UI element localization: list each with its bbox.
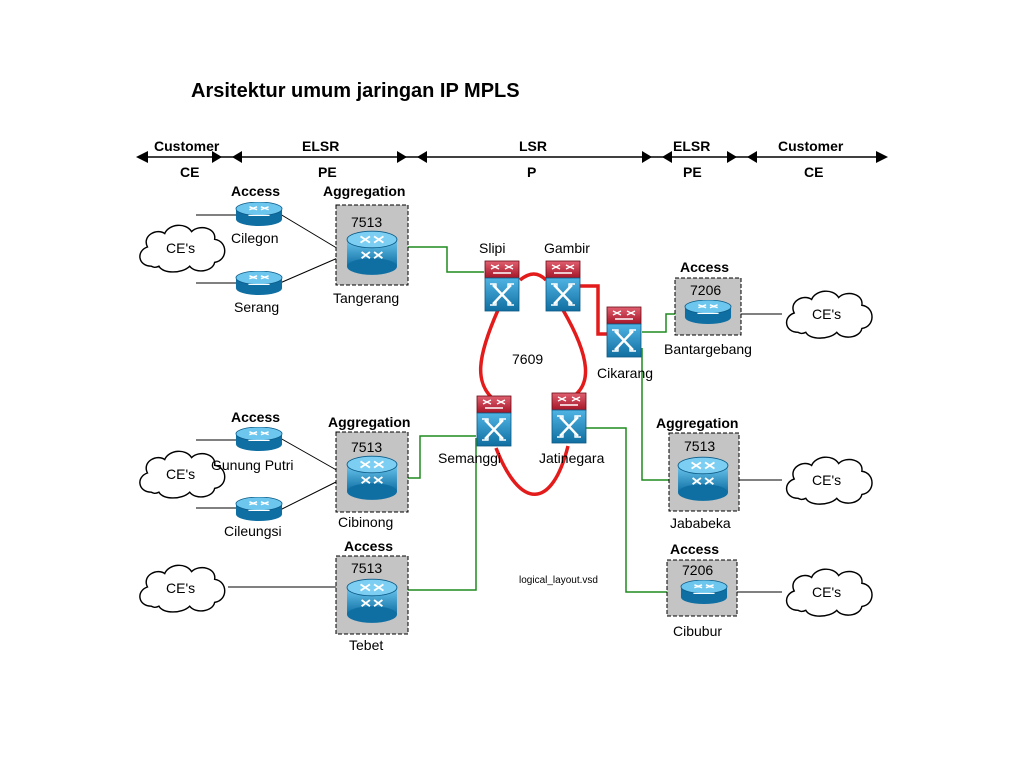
aggregation-label-cibinong: Aggregation <box>328 414 410 430</box>
footnote-filename: logical_layout.vsd <box>519 575 598 586</box>
node-label-semanggi: Semanggi <box>438 450 501 466</box>
connections <box>196 213 782 593</box>
site-tangerang: 7513 Tangerang <box>333 204 409 306</box>
switch-router-icon <box>606 306 642 358</box>
header-labels: Customer CE ELSR PE LSR P ELSR PE Custom… <box>154 138 844 180</box>
cloud-left-top: CE's <box>139 224 226 273</box>
router-icon <box>235 427 283 452</box>
switch-router-icon <box>551 392 587 444</box>
site-cibubur: 7206 Cibubur <box>666 559 738 639</box>
aggregation-label-jababeka: Aggregation <box>656 415 738 431</box>
access-label-cibubur: Access <box>670 541 719 557</box>
cloud-label: CE's <box>166 466 195 482</box>
core-model-label: 7609 <box>512 351 543 367</box>
router-icon <box>235 497 283 522</box>
router-icon <box>684 300 732 325</box>
switch-cikarang: Cikarang <box>597 306 653 381</box>
model-label: 7513 <box>351 439 382 455</box>
router-serang: Serang <box>234 271 283 315</box>
router-icon <box>346 578 398 624</box>
header-seg-2-bottom: PE <box>318 164 337 180</box>
switch-slipi: Slipi <box>479 240 520 312</box>
model-label: 7206 <box>682 562 713 578</box>
switch-router-icon <box>545 260 581 312</box>
header-seg-3-bottom: P <box>527 164 536 180</box>
cloud-left-bottom: CE's <box>139 564 226 613</box>
header-seg-1-bottom: CE <box>180 164 199 180</box>
router-cileungsi: Cileungsi <box>224 497 283 539</box>
router-gunung-putri: Gunung Putri <box>211 427 294 473</box>
node-label-jatinegara: Jatinegara <box>539 450 605 466</box>
node-label-tangerang: Tangerang <box>333 290 399 306</box>
router-icon <box>346 455 398 501</box>
access-label-bantargebang: Access <box>680 259 729 275</box>
node-label-cibinong: Cibinong <box>338 514 393 530</box>
node-label-bantargebang: Bantargebang <box>664 341 752 357</box>
node-label-cibubur: Cibubur <box>673 623 722 639</box>
router-cilegon: Cilegon <box>231 202 283 246</box>
switch-semanggi: Semanggi <box>438 395 512 466</box>
header-seg-2-top: ELSR <box>302 138 339 154</box>
switch-gambir: Gambir <box>544 240 590 312</box>
node-label-slipi: Slipi <box>479 240 505 256</box>
site-tebet: 7513 Tebet <box>335 555 409 653</box>
header-seg-5-bottom: CE <box>804 164 823 180</box>
cloud-left-middle: CE's <box>139 450 226 499</box>
aggregation-label-tangerang: Aggregation <box>323 183 405 199</box>
header-seg-1-top: Customer <box>154 138 220 154</box>
site-bantargebang: 7206 Bantargebang <box>664 277 752 357</box>
cloud-label: CE's <box>812 306 841 322</box>
header-seg-4-bottom: PE <box>683 164 702 180</box>
access-label-tebet: Access <box>344 538 393 554</box>
access-label-cilegon: Access <box>231 183 280 199</box>
model-label: 7206 <box>690 282 721 298</box>
cloud-right-top: CE's <box>785 290 873 339</box>
router-icon <box>346 230 398 276</box>
site-jababeka: 7513 Jababeka <box>668 432 740 531</box>
cloud-label: CE's <box>166 240 195 256</box>
model-label: 7513 <box>684 438 715 454</box>
switch-router-icon <box>484 260 520 312</box>
node-label-jababeka: Jababeka <box>670 515 731 531</box>
switch-router-icon <box>476 395 512 447</box>
node-label-cilegon: Cilegon <box>231 230 278 246</box>
cloud-right-bottom: CE's <box>785 568 873 617</box>
header-seg-5-top: Customer <box>778 138 844 154</box>
node-label-cileungsi: Cileungsi <box>224 523 282 539</box>
cloud-label: CE's <box>812 584 841 600</box>
node-label-gunung-putri: Gunung Putri <box>211 457 294 473</box>
header-seg-4-top: ELSR <box>673 138 710 154</box>
site-cibinong: 7513 Cibinong <box>335 431 409 530</box>
node-label-tebet: Tebet <box>349 637 383 653</box>
router-icon <box>235 202 283 227</box>
node-label-cikarang: Cikarang <box>597 365 653 381</box>
router-icon <box>680 580 728 605</box>
router-icon <box>235 271 283 296</box>
header-arrows <box>136 151 888 163</box>
model-label: 7513 <box>351 214 382 230</box>
router-icon <box>677 456 729 502</box>
node-label-serang: Serang <box>234 299 279 315</box>
page-title: Arsitektur umum jaringan IP MPLS <box>191 80 520 102</box>
node-label-gambir: Gambir <box>544 240 590 256</box>
model-label: 7513 <box>351 560 382 576</box>
header-seg-3-top: LSR <box>519 138 547 154</box>
cloud-label: CE's <box>166 580 195 596</box>
switch-jatinegara: Jatinegara <box>539 392 605 466</box>
access-label-gunung-putri: Access <box>231 409 280 425</box>
cloud-label: CE's <box>812 472 841 488</box>
cloud-right-middle: CE's <box>785 456 873 505</box>
